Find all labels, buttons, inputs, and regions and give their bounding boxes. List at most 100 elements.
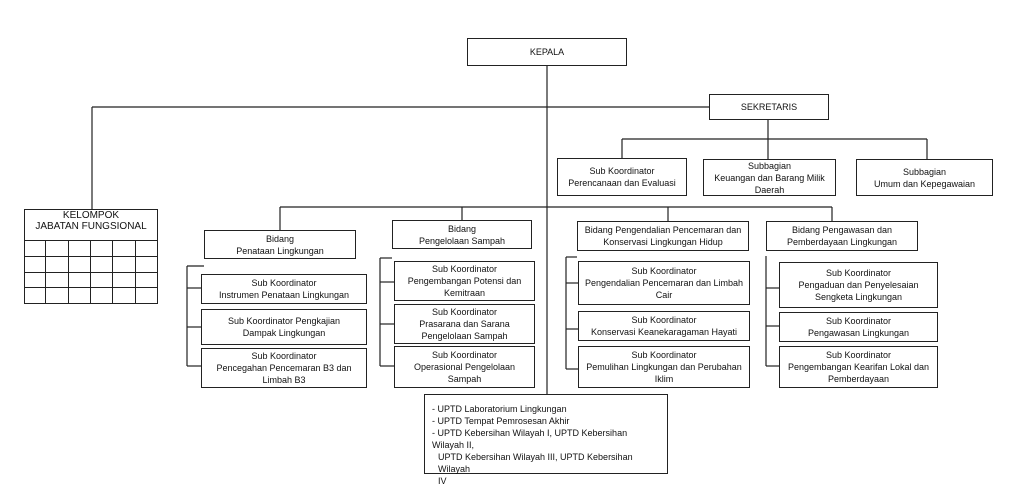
sub-line: Pengelolaan Sampah bbox=[421, 331, 508, 341]
grid-cell bbox=[135, 272, 158, 289]
sub-line: Sub Koordinator bbox=[825, 268, 892, 278]
subkoor-perencanaan-box: Sub Koordinator Perencanaan dan Evaluasi bbox=[557, 158, 687, 196]
subkoor-kearifan-lokal-box: Sub Koordinator Pengembangan Kearifan Lo… bbox=[779, 346, 938, 388]
bidang-pengendalian-box: Bidang Pengendalian Pencemaran dan Konse… bbox=[577, 221, 749, 251]
jabatan-fungsional-grid bbox=[24, 240, 158, 304]
sub-line: Sampah bbox=[447, 374, 482, 384]
sub-line: Pencegahan Pencemaran B3 dan bbox=[216, 363, 352, 373]
grid-cell bbox=[113, 256, 136, 273]
bidang-title-line: Bidang bbox=[447, 223, 477, 234]
sub-line: Cair bbox=[655, 290, 673, 300]
grid-cell bbox=[46, 288, 69, 304]
grid-cell bbox=[46, 241, 69, 257]
subkoor-pengendalian-limbah-box: Sub Koordinator Pengendalian Pencemaran … bbox=[578, 261, 750, 305]
grid-cell bbox=[24, 272, 47, 289]
sub-line: Sub Koordinator bbox=[825, 350, 892, 360]
grid-cell bbox=[68, 272, 91, 289]
grid-cell bbox=[46, 272, 69, 289]
grid-cell bbox=[91, 288, 114, 304]
sub-line: Pengembangan Potensi dan bbox=[407, 276, 522, 286]
grid-cell bbox=[24, 256, 47, 273]
sub-line: Sub Koordinator bbox=[631, 350, 697, 360]
kepala-box: KEPALA bbox=[467, 38, 627, 66]
unit-line: Daerah bbox=[754, 184, 785, 195]
grid-cell bbox=[91, 241, 114, 257]
grid-cell bbox=[135, 256, 158, 273]
bidang-title-line: Konservasi Lingkungan Hidup bbox=[603, 237, 723, 247]
sub-line: Sub Koordinator bbox=[825, 316, 892, 326]
sub-line: Kemitraan bbox=[443, 288, 486, 298]
grid-cell bbox=[68, 256, 91, 273]
sub-line: Sengketa Lingkungan bbox=[814, 292, 903, 302]
grid-cell bbox=[91, 272, 114, 289]
bidang-pengelolaan-sampah-box: Bidang Pengelolaan Sampah bbox=[392, 220, 532, 249]
sub-line: Pengawasan Lingkungan bbox=[807, 328, 910, 338]
sub-line: Pengaduan dan Penyelesaian bbox=[798, 280, 919, 290]
grid-cell bbox=[113, 241, 136, 257]
bidang-title-line: Penataan Lingkungan bbox=[236, 245, 324, 256]
kepala-label: KEPALA bbox=[529, 47, 565, 57]
grid-cell bbox=[113, 288, 136, 304]
subkoor-pencegahan-box: Sub Koordinator Pencegahan Pencemaran B3… bbox=[201, 348, 367, 388]
sub-line: Operasional Pengelolaan bbox=[413, 362, 516, 372]
subkoor-pengaduan-box: Sub Koordinator Pengaduan dan Penyelesai… bbox=[779, 262, 938, 308]
uptd-item: IV bbox=[438, 476, 447, 486]
bidang-pengawasan-box: Bidang Pengawasan dan Pemberdayaan Lingk… bbox=[766, 221, 918, 251]
uptd-item: UPTD Kebersihan Wilayah III, UPTD Kebers… bbox=[438, 452, 633, 474]
uptd-box: - UPTD Laboratorium Lingkungan - UPTD Te… bbox=[424, 394, 668, 486]
sub-line: Iklim bbox=[654, 374, 674, 384]
sub-line: Limbah B3 bbox=[262, 375, 306, 385]
sub-line: Konservasi Keanekaragaman Hayati bbox=[590, 327, 738, 337]
subkoor-pengawasan-box: Sub Koordinator Pengawasan Lingkungan bbox=[779, 312, 938, 342]
subkoor-pemulihan-box: Sub Koordinator Pemulihan Lingkungan dan… bbox=[578, 346, 750, 388]
uptd-item: - UPTD Laboratorium Lingkungan bbox=[432, 404, 567, 414]
sub-line: Pengendalian Pencemaran dan Limbah bbox=[584, 278, 744, 288]
sub-line: Sub Koordinator bbox=[431, 264, 498, 274]
grid-cell bbox=[24, 288, 47, 304]
grid-cell bbox=[46, 256, 69, 273]
unit-line: Umum dan Kepegawaian bbox=[873, 178, 976, 189]
grid-cell bbox=[24, 241, 47, 257]
uptd-item: - UPTD Tempat Pemrosesan Akhir bbox=[432, 416, 570, 426]
unit-line: Sub Koordinator bbox=[589, 166, 655, 176]
grid-cell bbox=[135, 288, 158, 304]
unit-line: Perencanaan dan Evaluasi bbox=[568, 178, 676, 188]
grid-cell bbox=[91, 256, 114, 273]
subkoor-pengembangan-potensi-box: Sub Koordinator Pengembangan Potensi dan… bbox=[394, 261, 535, 301]
jabatan-fungsional-title: KELOMPOK JABATAN FUNGSIONAL bbox=[24, 210, 158, 232]
unit-line: Keuangan dan Barang Milik bbox=[714, 172, 825, 183]
sub-line: Sub Koordinator bbox=[251, 351, 317, 361]
bidang-title-line: Pengelolaan Sampah bbox=[418, 235, 506, 246]
sub-line: Sub Koordinator bbox=[431, 350, 498, 360]
sub-line: Pemulihan Lingkungan dan Perubahan bbox=[586, 362, 742, 372]
bidang-title-line: Bidang Pengendalian Pencemaran dan bbox=[584, 225, 742, 235]
sub-line: Instrumen Penataan Lingkungan bbox=[218, 290, 350, 300]
sub-line: Sub Koordinator bbox=[251, 278, 317, 288]
subbagian-keuangan-box: Subbagian Keuangan dan Barang Milik Daer… bbox=[703, 159, 836, 196]
sub-line: Dampak Lingkungan bbox=[242, 328, 326, 338]
jf-line: JABATAN FUNGSIONAL bbox=[35, 221, 147, 232]
subkoor-prasarana-box: Sub Koordinator Prasarana dan Sarana Pen… bbox=[394, 304, 535, 344]
grid-cell bbox=[68, 241, 91, 257]
bidang-penataan-box: Bidang Penataan Lingkungan bbox=[204, 230, 356, 259]
uptd-item: - UPTD Kebersihan Wilayah I, UPTD Kebers… bbox=[432, 428, 628, 450]
grid-cell bbox=[68, 288, 91, 304]
subbagian-umum-box: Subbagian Umum dan Kepegawaian bbox=[856, 159, 993, 196]
sub-line: Pemberdayaan bbox=[827, 374, 890, 384]
subkoor-konservasi-box: Sub Koordinator Konservasi Keanekaragama… bbox=[578, 311, 750, 341]
grid-cell bbox=[135, 241, 158, 257]
sub-line: Prasarana dan Sarana bbox=[419, 319, 510, 329]
bidang-title-line: Bidang bbox=[265, 233, 295, 244]
unit-line: Subbagian bbox=[747, 160, 792, 171]
sub-line: Sub Koordinator bbox=[431, 307, 498, 317]
sub-line: Sub Koordinator bbox=[631, 315, 697, 325]
subkoor-instrumen-box: Sub Koordinator Instrumen Penataan Lingk… bbox=[201, 274, 367, 304]
sub-line: Sub Koordinator bbox=[631, 266, 697, 276]
sub-line: Sub Koordinator Pengkajian bbox=[227, 316, 341, 326]
bidang-title-line: Pemberdayaan Lingkungan bbox=[786, 237, 898, 247]
grid-cell bbox=[113, 272, 136, 289]
sekretaris-label: SEKRETARIS bbox=[740, 102, 798, 112]
bidang-title-line: Bidang Pengawasan dan bbox=[791, 225, 893, 235]
subkoor-pengkajian-box: Sub Koordinator Pengkajian Dampak Lingku… bbox=[201, 309, 367, 345]
unit-line: Subbagian bbox=[902, 166, 947, 177]
